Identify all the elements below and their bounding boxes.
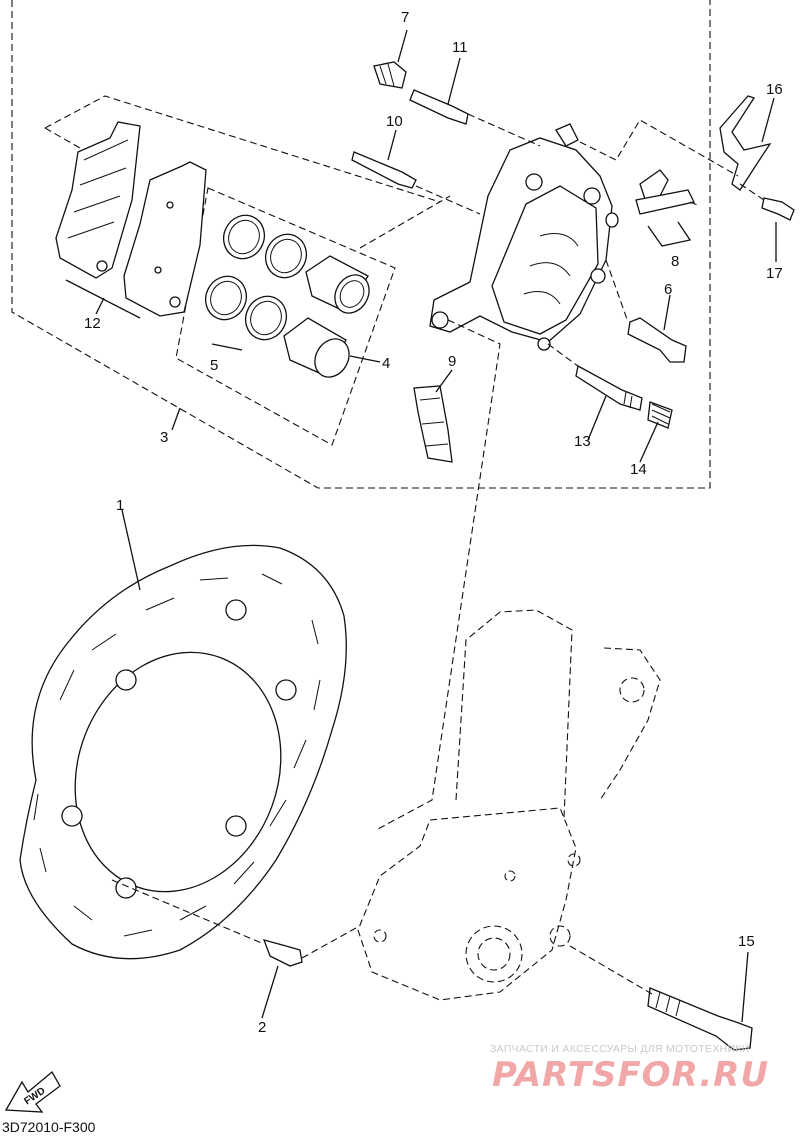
callout-14: 14	[630, 461, 647, 478]
caliper-assembly-boundary	[11, 0, 711, 489]
callout-17: 17	[766, 265, 783, 282]
callout-13: 13	[574, 433, 591, 450]
pad-group-bracket	[44, 95, 441, 203]
callout-11: 11	[452, 39, 468, 56]
callout-15: 15	[738, 933, 755, 950]
part-8-fitting	[605, 169, 695, 228]
fork-leg-outline	[357, 609, 661, 1001]
callout-16: 16	[766, 81, 783, 98]
part-2-bolt	[262, 939, 303, 967]
part-9-clip	[413, 385, 453, 463]
part-6-bolt	[627, 317, 687, 363]
callout-7: 7	[401, 9, 409, 26]
callout-3: 3	[160, 429, 168, 446]
diagram-code: 3D72010-F300	[2, 1119, 96, 1135]
part-10-pin	[351, 151, 417, 189]
brake-disc	[19, 544, 347, 960]
pistons	[283, 255, 370, 378]
callout-2: 2	[258, 1019, 266, 1036]
part-7-bleeder	[373, 61, 407, 89]
part-17-bolt	[761, 197, 795, 221]
part-16-bracket	[719, 95, 772, 191]
dashed-reference-lines	[111, 113, 765, 995]
callout-5: 5	[210, 357, 218, 374]
callout-12: 12	[84, 315, 101, 332]
brake-pad-rear	[123, 161, 207, 317]
callout-1: 1	[116, 497, 124, 514]
part-14-spring	[647, 401, 673, 429]
callout-4: 4	[382, 355, 390, 372]
part-11-pin	[409, 89, 469, 125]
watermark-brand: PARTSFOR.RU	[492, 1055, 769, 1095]
callout-9: 9	[448, 353, 456, 370]
part-15-bolt	[647, 987, 753, 1051]
pad-group-bracket-2	[44, 127, 81, 149]
part-13-pin	[575, 365, 643, 411]
callout-10: 10	[386, 113, 403, 130]
watermark-caption: ЗАПЧАСТИ И АКСЕССУАРЫ ДЛЯ МОТОТЕХНИКИ	[490, 1043, 750, 1055]
caliper-body	[429, 123, 613, 351]
fwd-arrow-icon: FWD	[4, 1071, 61, 1113]
brake-pad-front	[55, 121, 141, 279]
piston-seals	[204, 214, 308, 341]
leader-lines	[65, 29, 777, 1023]
callout-8: 8	[671, 253, 679, 270]
callout-6: 6	[664, 281, 672, 298]
